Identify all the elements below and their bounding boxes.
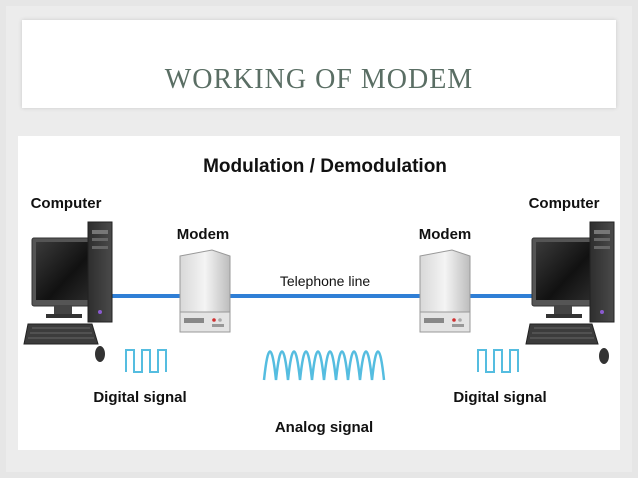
computer-left-label: Computer xyxy=(31,195,102,212)
analog-signal-wave xyxy=(262,350,386,381)
analog-signal-label: Analog signal xyxy=(275,419,373,436)
modem-right-icon xyxy=(419,249,471,333)
modem-left-icon xyxy=(179,249,231,333)
digital-signal-left-wave xyxy=(125,349,167,373)
slide-title: WORKING OF MODEM xyxy=(164,64,474,95)
modem-right-label: Modem xyxy=(419,226,472,243)
telephone-line-label: Telephone line xyxy=(280,273,371,289)
digital-signal-left-label: Digital signal xyxy=(93,389,186,406)
modem-left-label: Modem xyxy=(177,226,230,243)
modem-diagram: Modulation / Demodulation Telephone line… xyxy=(23,156,615,436)
digital-signal-right-wave xyxy=(477,349,519,373)
computer-right-label: Computer xyxy=(529,195,600,212)
title-box: WORKING OF MODEM xyxy=(22,20,616,108)
diagram-panel: Modulation / Demodulation Telephone line… xyxy=(18,136,620,450)
computer-right-icon xyxy=(525,221,615,364)
diagram-heading: Modulation / Demodulation xyxy=(203,156,447,177)
digital-signal-right-label: Digital signal xyxy=(453,389,546,406)
computer-left-icon xyxy=(23,221,113,362)
